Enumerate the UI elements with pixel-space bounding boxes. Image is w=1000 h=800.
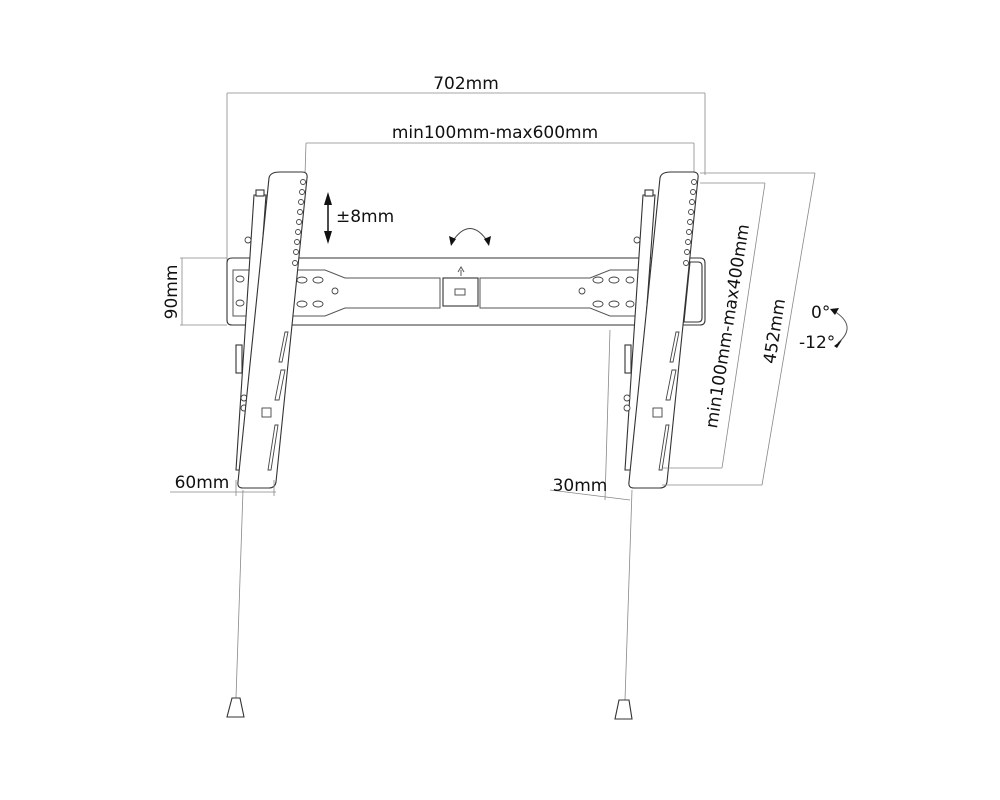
vesa-horizontal-label: min100mm-max600mm xyxy=(392,123,598,143)
left-tilt-arm xyxy=(235,171,308,489)
left-safety-cord xyxy=(226,489,245,718)
dimension-left-depth: 60mm xyxy=(170,473,276,496)
wall-plate xyxy=(226,257,706,326)
rotation-arrow-icon xyxy=(449,228,491,246)
arm-length-label: 452mm xyxy=(760,297,790,365)
right-depth-label: 30mm xyxy=(553,476,608,496)
vertical-adjust-indicator: ±8mm xyxy=(324,192,394,244)
tilt-arc-icon xyxy=(830,308,848,348)
dimension-vesa-horizontal: min100mm-max600mm xyxy=(304,123,695,176)
dimension-plate-height: 90mm xyxy=(162,257,227,326)
vertical-adjust-label: ±8mm xyxy=(336,207,394,227)
vesa-vertical-label: min100mm-max400mm xyxy=(702,223,754,430)
dimension-overall-width: 702mm xyxy=(226,74,706,262)
left-depth-label: 60mm xyxy=(175,473,230,493)
right-safety-cord xyxy=(614,489,633,720)
right-tilt-arm xyxy=(623,171,703,489)
tilt-lower-label: -12° xyxy=(799,333,835,353)
up-arrow-icon xyxy=(457,266,465,276)
tilt-upper-label: 0° xyxy=(811,303,830,323)
dimension-right-depth: 30mm xyxy=(549,329,631,501)
tilt-indicator: 0° -12° xyxy=(799,303,848,353)
plate-height-label: 90mm xyxy=(162,265,182,320)
overall-width-label: 702mm xyxy=(433,74,499,94)
